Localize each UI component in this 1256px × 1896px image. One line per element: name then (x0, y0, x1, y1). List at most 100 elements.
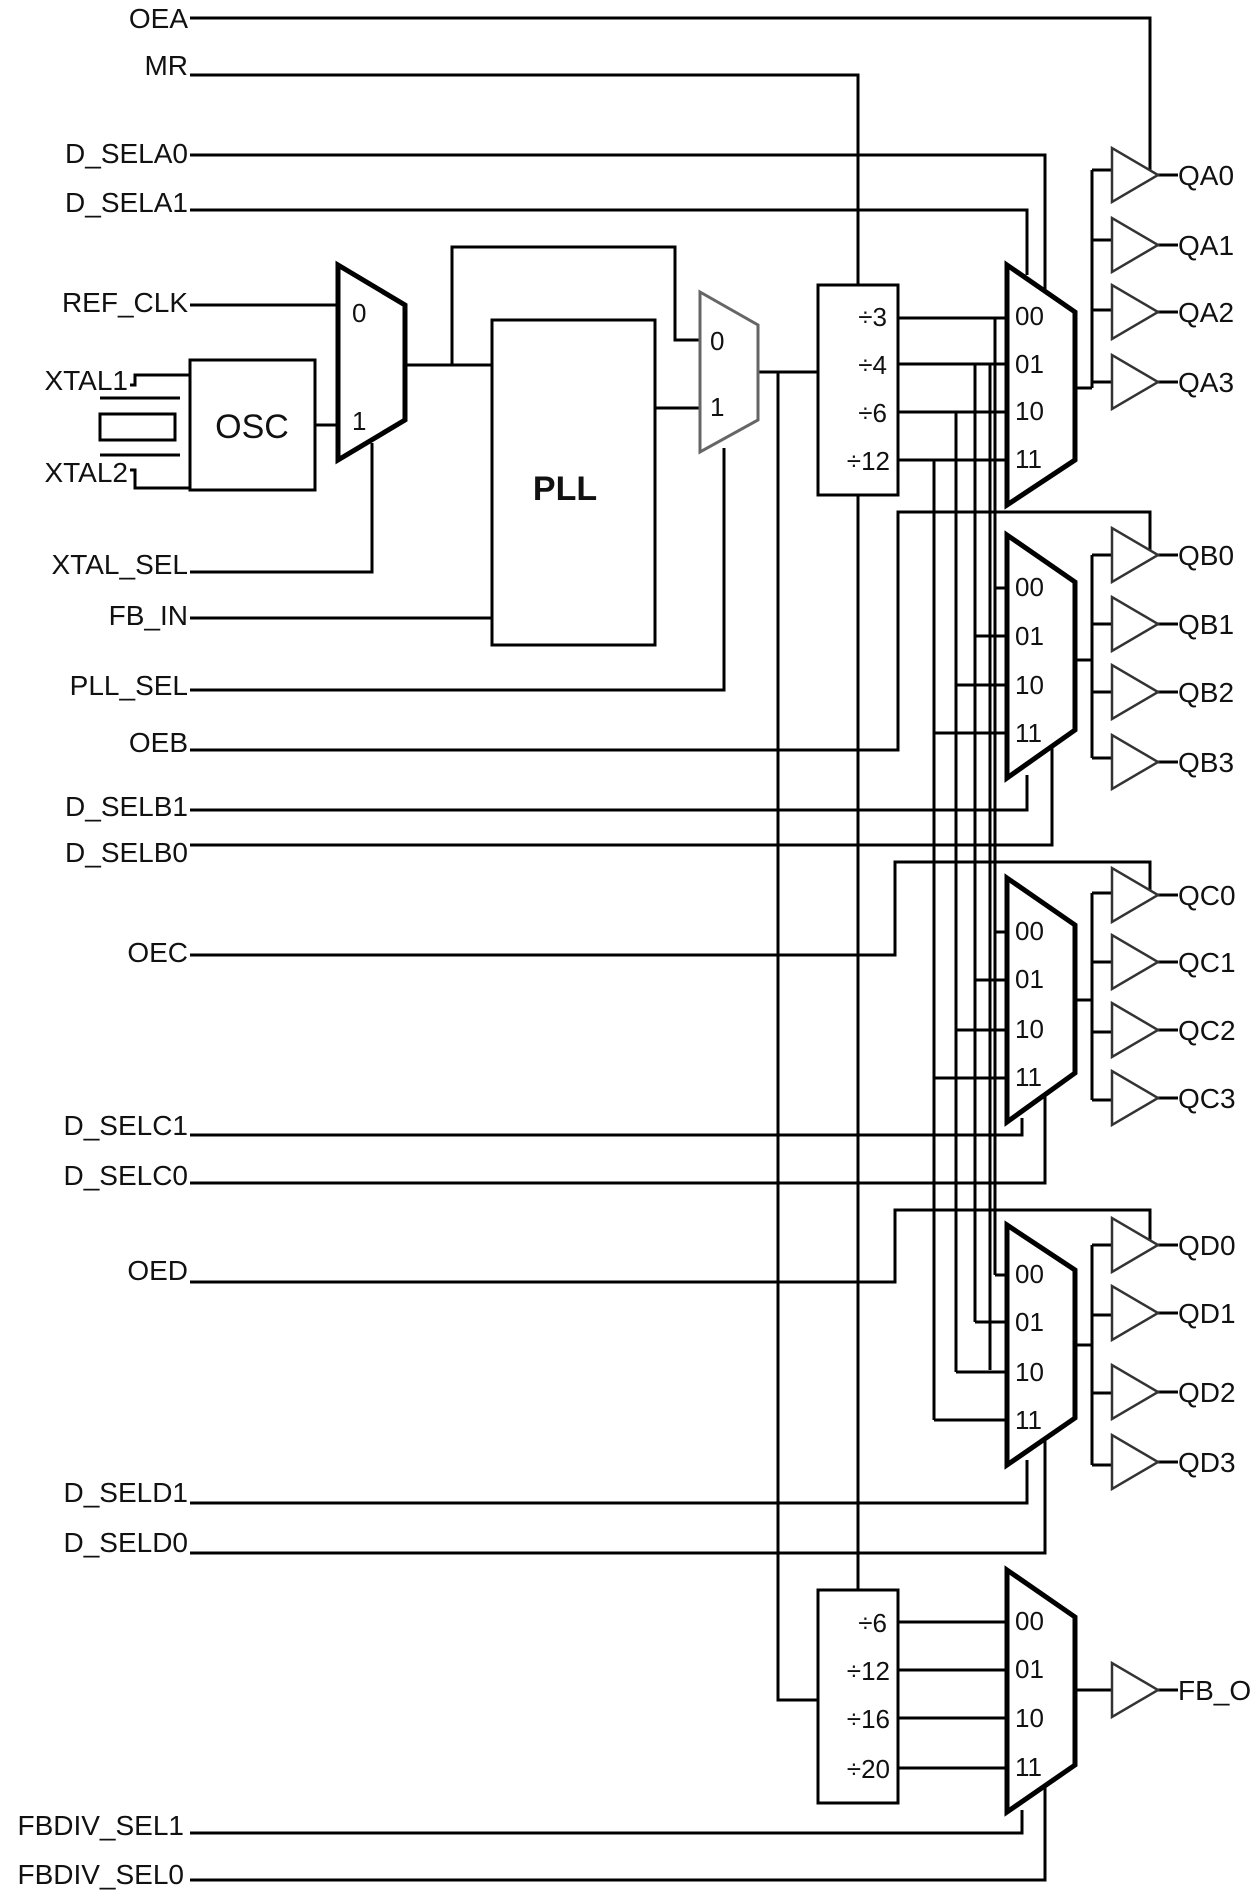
label-qc2: QC2 (1178, 1015, 1236, 1046)
label-qb2: QB2 (1178, 677, 1234, 708)
buffer-qd3 (1110, 1432, 1161, 1492)
pll-label: PLL (533, 470, 597, 508)
buffer-fb-out (1110, 1660, 1161, 1720)
xtal-mux-in1: 1 (352, 406, 366, 436)
buffer-qb2 (1110, 662, 1161, 722)
label-qa2: QA2 (1178, 297, 1234, 328)
mux-a-in-11: 11 (1015, 444, 1042, 474)
fb-divider-ratio-2: ÷16 (847, 1704, 890, 1734)
label-qd1: QD1 (1178, 1298, 1236, 1329)
label-qd3: QD3 (1178, 1447, 1236, 1478)
main-divider-ratio-2: ÷6 (858, 398, 887, 428)
label-pll-sel: PLL_SEL (70, 670, 188, 701)
pll-mux-in1: 1 (710, 392, 724, 422)
label-xtal-sel: XTAL_SEL (52, 549, 188, 580)
mux-d-in-11: 11 (1015, 1405, 1042, 1435)
output-labels: QA0 QA1 QA2 QA3 QB0 QB1 QB2 QB3 QC0 QC1 … (1178, 160, 1251, 1706)
mux-fb-in-01: 01 (1015, 1654, 1044, 1684)
buffer-qa2 (1110, 282, 1161, 342)
mux-a-in-01: 01 (1015, 349, 1044, 379)
pll-mux-in0: 0 (710, 326, 724, 356)
mux-b-in-10: 10 (1015, 670, 1044, 700)
label-ref-clk: REF_CLK (62, 287, 188, 318)
label-fbdiv-sel0: FBDIV_SEL0 (17, 1859, 184, 1890)
xtal-select-mux (335, 260, 408, 465)
mux-group-d: 00 01 10 11 (1004, 1220, 1078, 1470)
label-d-selc0: D_SELC0 (63, 1160, 188, 1191)
osc-block (188, 358, 317, 492)
label-d-seld1: D_SELD1 (63, 1477, 188, 1508)
xtal-mux-in0: 0 (352, 298, 366, 328)
mux-group-a: 00 01 10 11 (1004, 260, 1078, 510)
buffer-qa3 (1110, 352, 1161, 412)
mux-fb-in-11: 11 (1015, 1752, 1042, 1782)
mux-fb-in-10: 10 (1015, 1703, 1044, 1733)
label-fb-out: FB_O (1178, 1675, 1251, 1706)
buffer-qc1 (1110, 932, 1161, 992)
mux-b-in-11: 11 (1015, 718, 1042, 748)
osc-label: OSC (215, 408, 289, 446)
mux-group-b: 00 01 10 11 (1004, 530, 1078, 783)
label-qa0: QA0 (1178, 160, 1234, 191)
label-xtal2: XTAL2 (44, 457, 128, 488)
crystal-symbol (98, 396, 180, 457)
buffer-qc3 (1110, 1068, 1161, 1128)
mux-a-in-00: 00 (1015, 301, 1044, 331)
mux-d-in-01: 01 (1015, 1307, 1044, 1337)
label-d-selb0: D_SELB0 (65, 837, 188, 868)
mux-c (1004, 873, 1078, 1127)
label-qd2: QD2 (1178, 1377, 1236, 1408)
mux-d-in-10: 10 (1015, 1357, 1044, 1387)
input-labels: OEA MR D_SELA0 D_SELA1 REF_CLK XTAL1 XTA… (17, 3, 188, 1890)
mux-b-in-00: 00 (1015, 572, 1044, 602)
buffer-qb0 (1110, 525, 1161, 585)
label-qb3: QB3 (1178, 747, 1234, 778)
buffer-qb3 (1110, 732, 1161, 792)
label-qd0: QD0 (1178, 1230, 1236, 1261)
buffer-qd2 (1110, 1362, 1161, 1422)
buffer-qb1 (1110, 594, 1161, 654)
pll-bypass-mux (698, 289, 760, 455)
label-mr: MR (144, 50, 188, 81)
buffer-qd1 (1110, 1283, 1161, 1343)
main-divider-ratio-3: ÷12 (847, 446, 890, 476)
mux-a (1004, 260, 1078, 510)
mux-c-in-01: 01 (1015, 964, 1044, 994)
fb-divider-ratio-3: ÷20 (847, 1754, 890, 1784)
mux-group-fb: 00 01 10 11 (1004, 1565, 1078, 1817)
label-xtal1: XTAL1 (44, 365, 128, 396)
label-qa3: QA3 (1178, 367, 1234, 398)
label-d-sela0: D_SELA0 (65, 138, 188, 169)
buffer-qc0 (1110, 865, 1161, 925)
label-oeb: OEB (129, 727, 188, 758)
mux-c-in-10: 10 (1015, 1014, 1044, 1044)
label-qa1: QA1 (1178, 230, 1234, 261)
label-fb-in: FB_IN (109, 600, 188, 631)
label-qc1: QC1 (1178, 947, 1236, 978)
output-buffers (1110, 145, 1161, 1720)
wires (130, 16, 1178, 1882)
main-divider-ratio-1: ÷4 (858, 350, 887, 380)
buffer-qa1 (1110, 215, 1161, 275)
buffer-qc2 (1110, 1000, 1161, 1060)
buffer-qd0 (1110, 1215, 1161, 1275)
mux-a-in-10: 10 (1015, 396, 1044, 426)
fb-divider-ratio-0: ÷6 (858, 1608, 887, 1638)
label-oec: OEC (127, 937, 188, 968)
buffer-qa0 (1110, 145, 1161, 205)
label-qb1: QB1 (1178, 609, 1234, 640)
label-d-selc1: D_SELC1 (63, 1110, 188, 1141)
label-d-selb1: D_SELB1 (65, 791, 188, 822)
mux-group-c: 00 01 10 11 (1004, 873, 1078, 1127)
label-oed: OED (127, 1255, 188, 1286)
label-fbdiv-sel1: FBDIV_SEL1 (17, 1810, 184, 1841)
mux-d (1004, 1220, 1078, 1470)
mux-b (1004, 530, 1078, 783)
mux-c-in-00: 00 (1015, 916, 1044, 946)
mux-c-in-11: 11 (1015, 1062, 1042, 1092)
main-divider-ratio-0: ÷3 (858, 302, 887, 332)
mux-b-in-01: 01 (1015, 621, 1044, 651)
label-d-sela1: D_SELA1 (65, 187, 188, 218)
pll-block (490, 318, 657, 647)
